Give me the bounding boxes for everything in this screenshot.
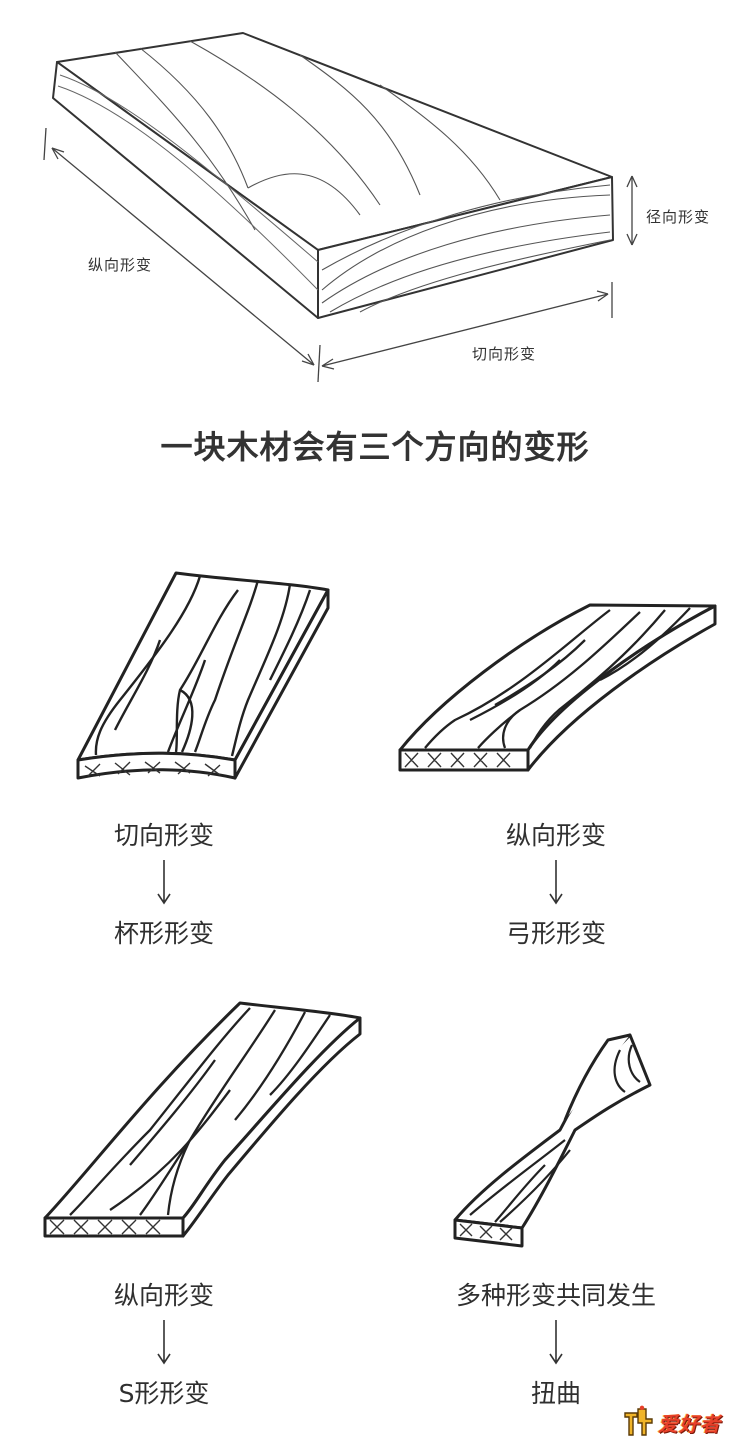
panel4-top-caption: 多种形变共同发生 bbox=[455, 1281, 656, 1310]
brand-logo: 爱好者 bbox=[622, 1405, 744, 1437]
longitudinal-label: 纵向形变 bbox=[88, 256, 153, 274]
radial-label: 径向形变 bbox=[646, 208, 711, 226]
arrow-down-icon bbox=[157, 1320, 171, 1365]
board-sketch bbox=[43, 32, 638, 383]
panel3-top-caption: 纵向形变 bbox=[113, 1281, 214, 1310]
arrow-down-icon bbox=[549, 1320, 563, 1365]
tangential-label: 切向形变 bbox=[472, 345, 537, 363]
panel2-top-caption: 纵向形变 bbox=[505, 821, 606, 850]
wood-figure-icon bbox=[624, 1405, 653, 1436]
panel3-bottom-caption: S形形变 bbox=[118, 1379, 210, 1408]
panel2-bottom-caption: 弓形形变 bbox=[505, 919, 606, 948]
arrow-down-icon bbox=[157, 860, 171, 905]
panel1-top-caption: 切向形变 bbox=[113, 821, 214, 850]
page-title: 一块木材会有三个方向的变形 bbox=[160, 428, 590, 466]
brand-logo-text: 爱好者 bbox=[658, 1412, 721, 1436]
panel1-bottom-caption: 杯形形变 bbox=[113, 919, 214, 948]
panel4-bottom-caption: 扭曲 bbox=[530, 1379, 581, 1408]
arrow-down-icon bbox=[549, 860, 563, 905]
